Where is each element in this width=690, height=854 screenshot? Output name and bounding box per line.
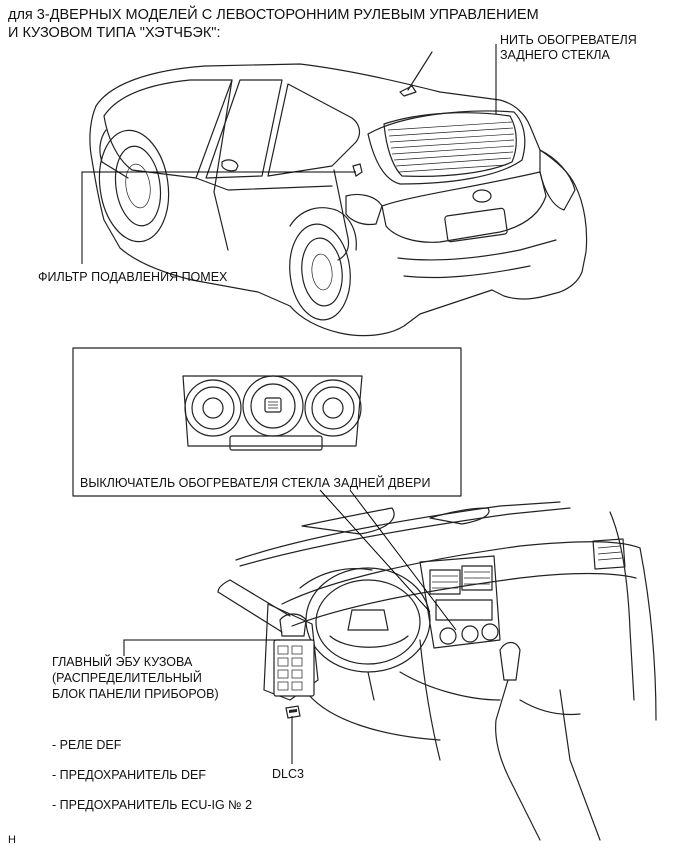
figure-code: H [8, 834, 16, 846]
component-def-fuse: - ПРЕДОХРАНИТЕЛЬ DEF [52, 768, 206, 782]
noise-filter-label: ФИЛЬТР ПОДАВЛЕНИЯ ПОМЕХ [38, 270, 228, 284]
defogger-switch-inset [72, 347, 462, 497]
main-body-ecu-label-line-1: ГЛАВНЫЙ ЭБУ КУЗОВА [52, 655, 193, 669]
dashboard-illustration [217, 501, 657, 841]
hatchback-car-illustration [89, 51, 588, 337]
dlc3-label: DLC3 [272, 767, 304, 781]
defogger-switch-label: ВЫКЛЮЧАТЕЛЬ ОБОГРЕВАТЕЛЯ СТЕКЛА ЗАДНЕЙ Д… [80, 476, 431, 490]
rear-heater-wire-label-line-2: ЗАДНЕГО СТЕКЛА [500, 48, 610, 62]
main-body-ecu-label-line-2: (РАСПРЕДЕЛИТЕЛЬНЫЙ [52, 671, 202, 685]
diagram-heading-line-1: для 3-ДВЕРНЫХ МОДЕЛЕЙ С ЛЕВОСТОРОННИМ РУ… [8, 7, 539, 23]
diagram-heading-line-2: И КУЗОВОМ ТИПА "ХЭТЧБЭК": [8, 25, 221, 41]
leader-lines [81, 44, 497, 764]
main-body-ecu-label-line-3: БЛОК ПАНЕЛИ ПРИБОРОВ) [52, 687, 219, 701]
rear-heater-wire-label-line-1: НИТЬ ОБОГРЕВАТЕЛЯ [500, 33, 637, 47]
component-def-relay: - РЕЛЕ DEF [52, 738, 122, 752]
component-ecu-ig-fuse: - ПРЕДОХРАНИТЕЛЬ ECU-IG № 2 [52, 798, 253, 812]
